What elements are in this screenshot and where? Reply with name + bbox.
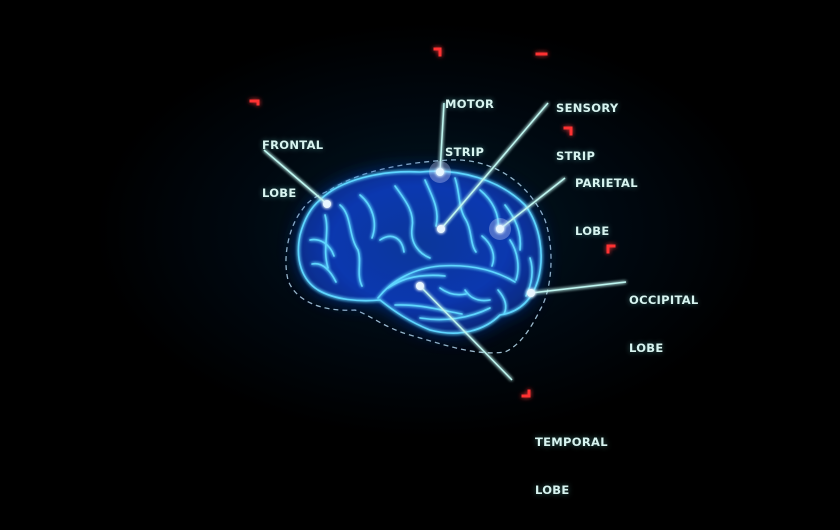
sensory-strip-label-line2: STRIP: [556, 149, 596, 163]
motor-strip-anchor-dot: [436, 168, 444, 176]
motor-strip-label-line1: MOTOR: [445, 97, 495, 111]
occipital-lobe-anchor-dot: [527, 289, 535, 297]
sensory-strip-anchor-dot: [437, 225, 445, 233]
temporal-lobe-label: TEMPORAL LOBE: [535, 402, 608, 530]
occipital-lobe-label: OCCIPITAL LOBE: [629, 260, 699, 388]
brain-illustration: [249, 47, 627, 398]
motor-strip-label-line2: STRIP: [445, 145, 485, 159]
frontal-lobe-anchor-dot: [323, 200, 331, 208]
diagram-canvas: FRONTAL LOBE MOTOR STRIP SENSORY STRIP P…: [0, 0, 840, 497]
frontal-lobe-label-line1: FRONTAL: [262, 138, 324, 152]
temporal-marker-icon: [521, 389, 531, 398]
dashed-outline: [285, 159, 552, 354]
sensory-strip-label-line1: SENSORY: [556, 101, 619, 115]
parietal-lobe-label-line2: LOBE: [575, 224, 610, 238]
brain-shape: [297, 170, 542, 334]
parietal-lobe-label: PARIETAL LOBE: [575, 143, 638, 271]
sensory-strip-label: SENSORY STRIP: [556, 68, 618, 196]
occipital-marker-icon: [606, 244, 616, 254]
motor-marker-icon: [433, 47, 442, 57]
temporal-lobe-label-line1: TEMPORAL: [535, 435, 608, 449]
motor-strip-label: MOTOR STRIP: [445, 64, 494, 192]
frontal-marker-icon: [249, 99, 260, 106]
temporal-lobe-anchor-dot: [416, 282, 424, 290]
temporal-lobe-label-line2: LOBE: [535, 483, 570, 497]
occipital-lobe-label-line1: OCCIPITAL: [629, 293, 699, 307]
parietal-marker-icon: [563, 126, 573, 136]
frontal-lobe-label: FRONTAL LOBE: [262, 105, 323, 233]
parietal-lobe-anchor-dot: [496, 225, 504, 233]
occipital-lobe-label-line2: LOBE: [629, 341, 664, 355]
frontal-lobe-label-line2: LOBE: [262, 186, 297, 200]
leader-lines: [263, 102, 627, 381]
parietal-lobe-label-line1: PARIETAL: [575, 176, 638, 190]
